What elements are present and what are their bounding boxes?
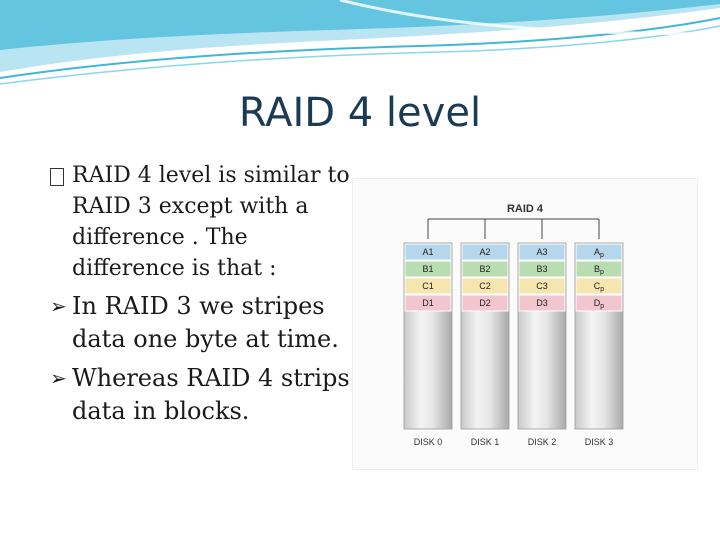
data-block: [575, 243, 623, 261]
data-block: [404, 294, 452, 312]
data-block: [575, 260, 623, 278]
data-block: [518, 294, 566, 312]
bullet-item: ➢ Whereas RAID 4 strips data in blocks.: [50, 362, 360, 428]
block-label: Bp: [594, 264, 604, 276]
block-label: C2: [479, 281, 491, 291]
disk-label: DISK 0: [414, 437, 443, 447]
block-label: Dp: [594, 298, 605, 310]
disk-label: DISK 2: [528, 437, 557, 447]
data-block: [404, 260, 452, 278]
data-block: [518, 277, 566, 295]
block-label: D1: [422, 298, 434, 308]
data-block: [575, 294, 623, 312]
disk-label: DISK 3: [585, 437, 614, 447]
block-label: B3: [536, 264, 547, 274]
header-wave-decoration: [0, 0, 720, 85]
block-label: Cp: [594, 281, 605, 293]
data-block: [575, 277, 623, 295]
bullet-list: RAID 4 level is similar to RAID 3 except…: [50, 160, 360, 428]
block-label: A2: [479, 247, 490, 257]
block-label: A1: [422, 247, 433, 257]
bullet-item: ➢ In RAID 3 we stripes data one byte at …: [50, 290, 360, 356]
box-bullet-icon: [50, 160, 70, 195]
bullet-text: RAID 4 level is similar to RAID 3 except…: [72, 163, 350, 281]
slide-title: RAID 4 level: [238, 90, 482, 136]
data-block: [518, 260, 566, 278]
block-label: B2: [479, 264, 490, 274]
data-block: [518, 243, 566, 261]
block-label: Ap: [594, 247, 604, 259]
data-block: [404, 243, 452, 261]
data-block: [461, 260, 509, 278]
data-block: [461, 277, 509, 295]
block-label: B1: [422, 264, 433, 274]
arrow-bullet-icon: ➢: [50, 366, 67, 390]
arrow-bullet-icon: ➢: [50, 294, 67, 318]
disk-label: DISK 1: [471, 437, 500, 447]
bullet-item: RAID 4 level is similar to RAID 3 except…: [50, 160, 360, 284]
data-block: [404, 277, 452, 295]
block-label: C1: [422, 281, 434, 291]
data-block: [461, 243, 509, 261]
bullet-text: In RAID 3 we stripes data one byte at ti…: [72, 292, 339, 353]
diagram-title: RAID 4: [507, 203, 544, 215]
block-label: D3: [536, 298, 548, 308]
block-label: C3: [536, 281, 548, 291]
data-block: [461, 294, 509, 312]
bullet-text: Whereas RAID 4 strips data in blocks.: [72, 364, 350, 425]
block-label: A3: [536, 247, 547, 257]
block-label: D2: [479, 298, 491, 308]
